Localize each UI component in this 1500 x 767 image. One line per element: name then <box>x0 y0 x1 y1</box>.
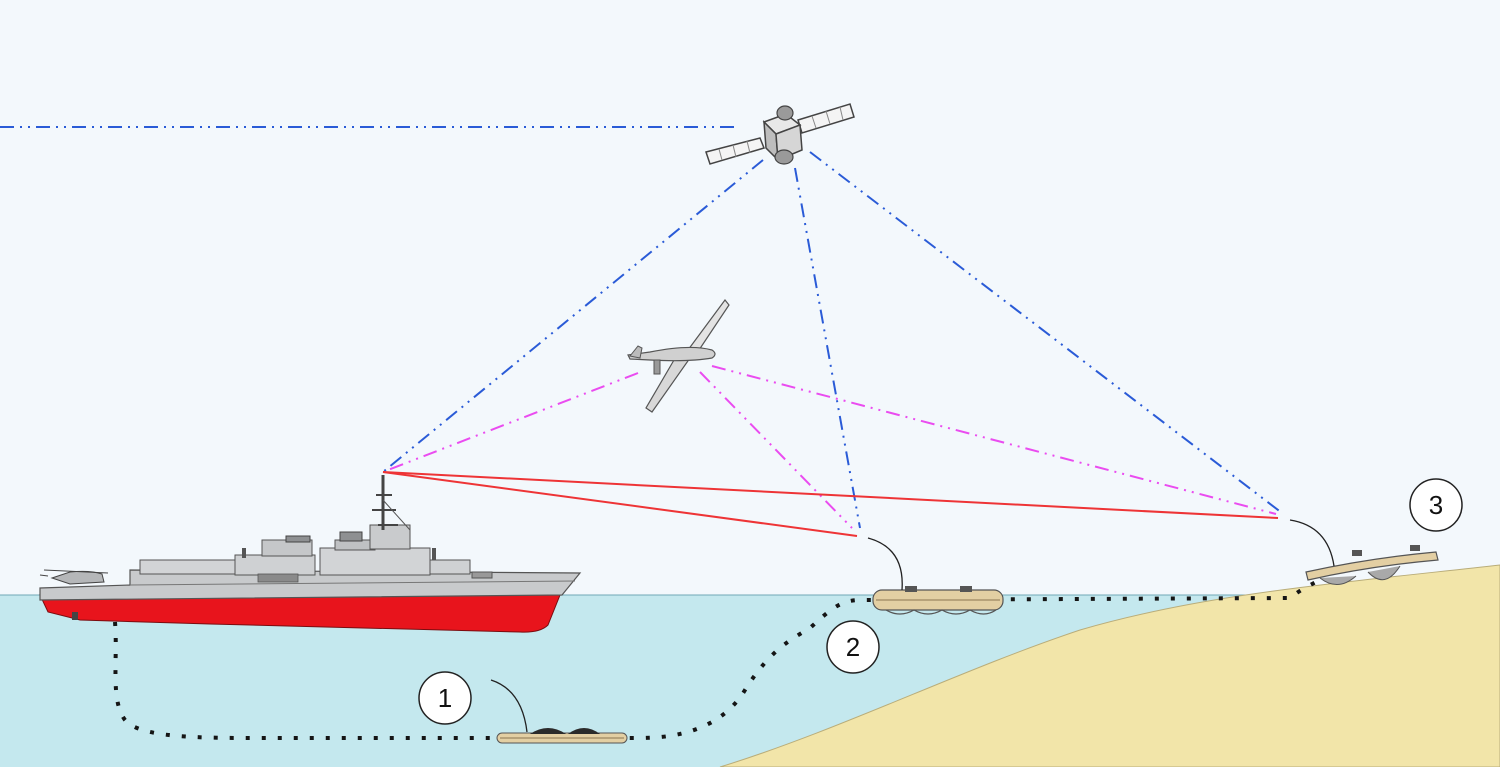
callout-3-label: 3 <box>1429 490 1443 520</box>
vehicle-3-icon <box>1305 545 1439 585</box>
uav-link-vehicle-3 <box>711 365 1277 515</box>
antenna-leads <box>490 519 1335 733</box>
callout-1-label: 1 <box>438 683 452 713</box>
callout-1: 1 <box>418 671 472 725</box>
direct-link-vehicle-3 <box>382 471 1279 519</box>
satellite-link-vehicle-2 <box>794 167 861 529</box>
warship-icon <box>39 475 582 633</box>
vehicle-2-icon <box>872 586 1004 615</box>
ship-hull-red <box>39 594 561 633</box>
direct-links <box>382 471 1279 537</box>
uav-link-vehicle-2 <box>699 371 853 529</box>
satellite-link-vehicle-3 <box>809 151 1283 514</box>
antenna-lead-3 <box>1289 519 1335 567</box>
direct-link-vehicle-2 <box>382 471 858 537</box>
tether-path <box>113 578 1321 740</box>
uav-drone-icon <box>627 299 730 413</box>
callout-3: 3 <box>1409 478 1463 532</box>
vehicle-1-icon <box>496 728 628 744</box>
uav-link-ship <box>387 372 639 471</box>
helicopter-icon <box>39 569 109 585</box>
antenna-lead-2 <box>867 537 903 591</box>
satellite-link-ship <box>382 159 764 473</box>
satellite-icon <box>705 103 855 165</box>
uav-links <box>387 365 1277 529</box>
callout-2: 2 <box>826 620 880 674</box>
callout-2-label: 2 <box>846 632 860 662</box>
satellite-links <box>382 151 1283 529</box>
antenna-lead-1 <box>490 679 528 733</box>
